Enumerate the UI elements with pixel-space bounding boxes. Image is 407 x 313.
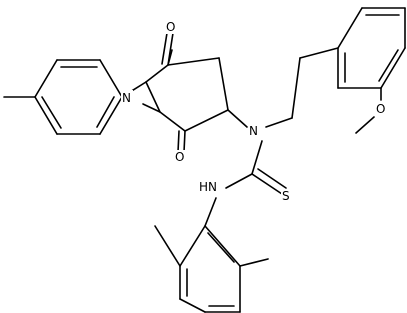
atom-label-o-top: O <box>166 20 175 34</box>
methoxyphenyl-ring <box>337 7 406 134</box>
atom-labels: O O N N HN S O <box>121 20 387 203</box>
tolyl-ring <box>3 59 123 135</box>
atom-label-o-left: O <box>175 150 184 164</box>
atom-label-o-methoxy: O <box>376 102 385 116</box>
succinimide-ring <box>121 32 229 153</box>
dimethylphenyl-ring <box>154 197 269 313</box>
ethyl-linker <box>265 47 339 128</box>
atom-label-s: S <box>282 189 290 203</box>
atom-label-nh: HN <box>199 180 217 194</box>
thiourea-core <box>225 109 287 195</box>
atom-label-n-center: N <box>249 124 258 138</box>
atom-label-n-ring: N <box>122 91 131 105</box>
